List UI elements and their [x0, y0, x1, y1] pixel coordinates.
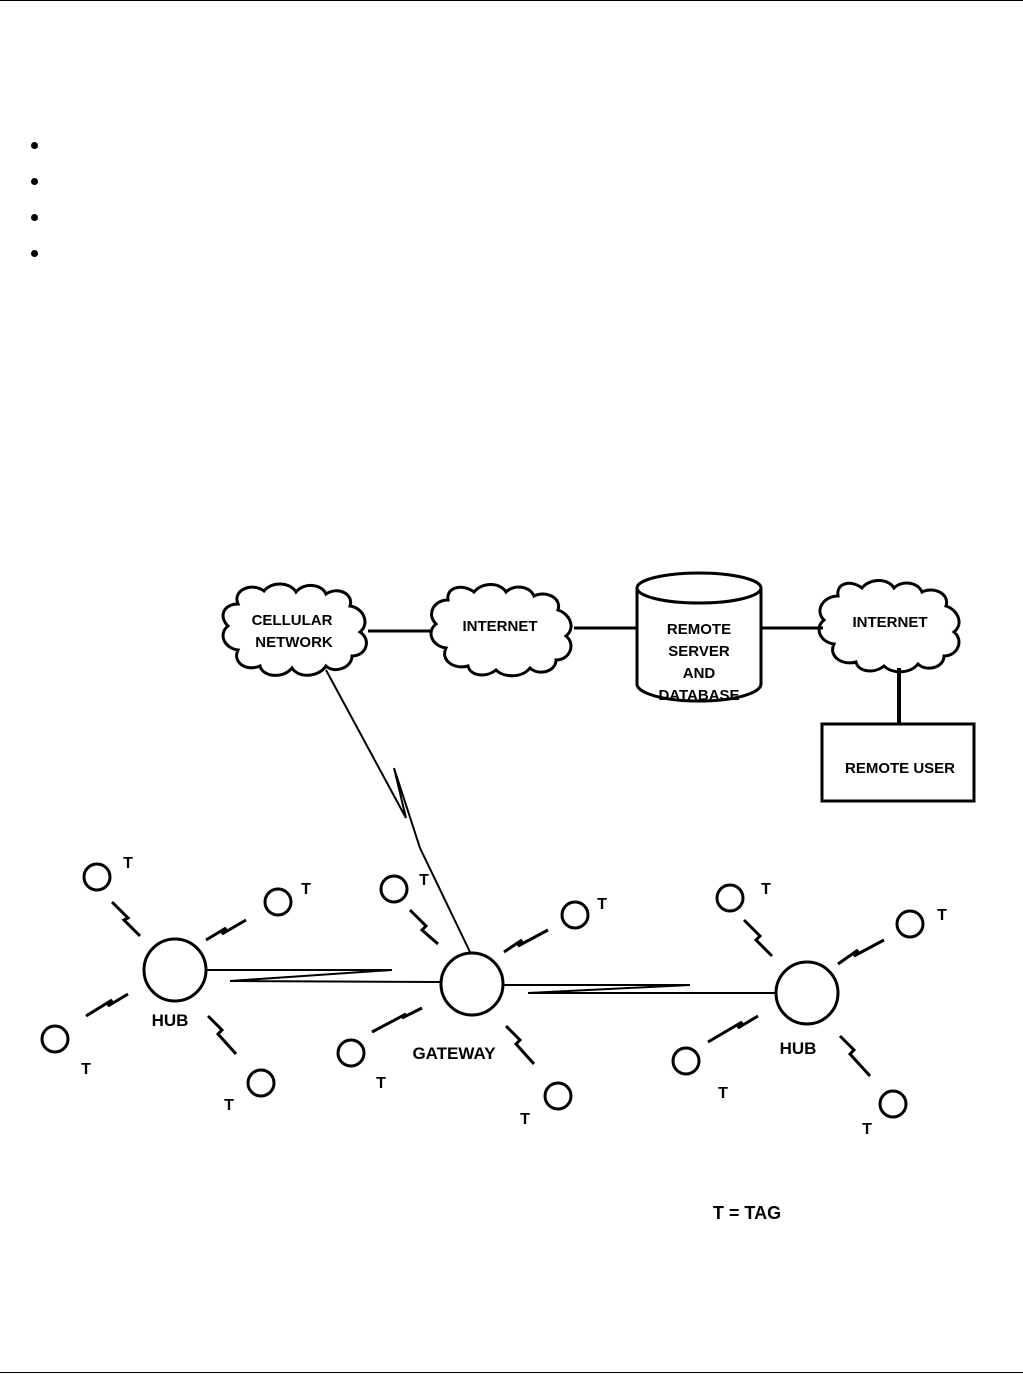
tag-label: T — [862, 1121, 872, 1138]
wireless-link-tag — [742, 918, 774, 958]
tag-node — [263, 887, 293, 917]
wireless-link-tag — [85, 992, 129, 1018]
tag-label: T — [937, 907, 947, 924]
wireless-link-tag — [371, 1006, 423, 1034]
tag-label: T — [718, 1085, 728, 1102]
tag-node — [671, 1046, 701, 1076]
tag-label: T — [301, 881, 311, 898]
tag-label: T — [376, 1075, 386, 1092]
remote-server-label-line2: SERVER — [668, 643, 730, 660]
wireless-link-hub-gateway — [206, 969, 441, 983]
tag-node — [543, 1081, 573, 1111]
tag-node — [40, 1024, 70, 1054]
tag-node — [715, 883, 745, 913]
tag-label: T — [520, 1111, 530, 1128]
tag-node — [379, 874, 409, 904]
wireless-link-tag — [206, 1014, 238, 1056]
hub-right-label: HUB — [780, 1039, 817, 1058]
remote-server-label-line3: AND — [683, 665, 716, 682]
cellular-network-label-line1: CELLULAR — [252, 612, 333, 629]
internet-right-label: INTERNET — [853, 614, 928, 631]
wireless-link-tag — [504, 1024, 536, 1066]
internet-cloud-left — [429, 583, 573, 678]
tag-node — [246, 1068, 276, 1098]
wireless-link-tag — [205, 918, 247, 942]
bullet-icon — [31, 214, 38, 221]
wireless-link-tag — [838, 1034, 872, 1078]
bullet-icon — [31, 250, 38, 257]
tag-label: T — [761, 881, 771, 898]
top-rule — [0, 0, 1023, 1]
internet-left-label: INTERNET — [463, 618, 538, 635]
bottom-rule — [0, 1372, 1023, 1373]
remote-user-label: REMOTE USER — [845, 760, 955, 777]
wireless-link-tag — [408, 908, 439, 946]
tag-wireless-links — [85, 900, 885, 1078]
tag-node — [560, 900, 590, 930]
tag-label: T — [224, 1097, 234, 1114]
wireless-link-tag — [837, 938, 885, 966]
hub-node-left — [142, 937, 208, 1003]
bullet-icon — [31, 178, 38, 185]
legend-label: T = TAG — [713, 1203, 781, 1223]
tag-label: T — [81, 1061, 91, 1078]
gateway-label: GATEWAY — [412, 1044, 496, 1063]
hub-left-label: HUB — [152, 1011, 189, 1030]
wireless-link-tag — [707, 1014, 759, 1044]
hub-node-right — [774, 960, 840, 1026]
tag-label: T — [419, 872, 429, 889]
wireless-link-gateway-hub — [503, 984, 776, 994]
cellular-network-cloud — [221, 582, 368, 677]
wireless-link-gateway-cellular — [325, 669, 471, 953]
tag-node — [82, 862, 112, 892]
cellular-network-label-line2: NETWORK — [255, 634, 333, 651]
database-cylinder — [635, 571, 763, 703]
tag-label: T — [123, 855, 133, 872]
wireless-link-tag — [503, 928, 549, 954]
internet-cloud-right — [817, 579, 961, 674]
bullet-icon — [31, 142, 38, 149]
tag-node — [895, 909, 925, 939]
wireless-link-tag — [110, 900, 142, 938]
tag-label: T — [597, 896, 607, 913]
tag-node — [336, 1038, 366, 1068]
tag-node — [878, 1089, 908, 1119]
gateway-node — [439, 951, 505, 1017]
remote-server-label-line4: DATABASE — [658, 687, 739, 704]
remote-server-label-line1: REMOTE — [667, 621, 731, 638]
